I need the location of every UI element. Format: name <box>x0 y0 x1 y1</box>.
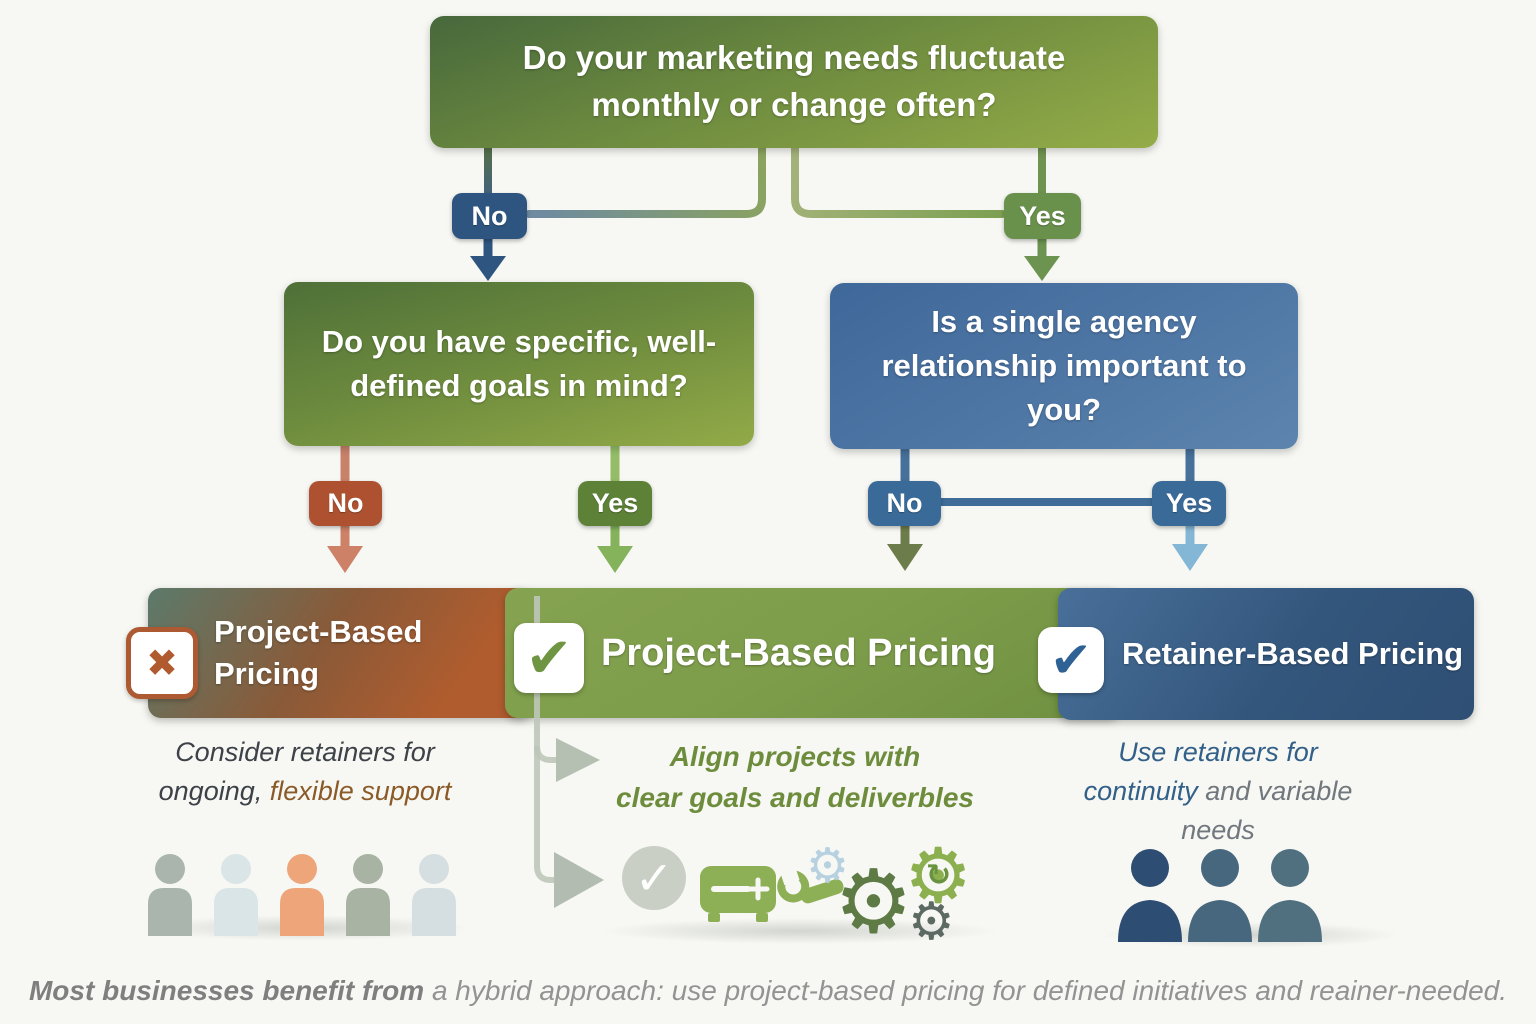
toolbox-icon <box>700 866 776 922</box>
right-no-badge: No <box>868 481 941 526</box>
note-left-brown-text: flexible support <box>269 776 452 807</box>
check-glyph: ✔ <box>1050 632 1092 688</box>
left-no-label: No <box>327 488 364 518</box>
wrench-icon <box>777 866 844 904</box>
gear-icon: ⚙ <box>904 831 973 920</box>
right-no-label: No <box>886 488 923 518</box>
note-right-gray-text: and variable needs <box>1181 776 1353 846</box>
root-no-arrow <box>470 238 506 281</box>
root-no-badge: No <box>452 193 527 239</box>
left-question-text: Do you have specific, well-defined goals… <box>321 323 717 403</box>
root-question-box: Do your marketing needs fluctuate monthl… <box>430 16 1158 148</box>
right-yes-badge: Yes <box>1152 481 1226 526</box>
root-yes-badge: Yes <box>1004 193 1081 239</box>
left-question-box: Do you have specific, well-defined goals… <box>284 282 754 446</box>
root-yes-arrow <box>1024 238 1060 281</box>
caption-bold-text: Most businesses benefit from <box>28 975 425 1006</box>
people-group-left <box>138 852 466 936</box>
gear-icon: ⚙ <box>834 850 913 953</box>
caption: Most businesses benefit from a hybrid ap… <box>0 975 1536 1007</box>
x-icon: ✖ <box>126 627 198 699</box>
branch-arrow-icon <box>556 738 600 782</box>
root-to-no-line <box>484 144 766 218</box>
branch-arrow-icon <box>554 852 604 908</box>
right-yes-label: Yes <box>1165 488 1213 518</box>
root-question-text: Do your marketing needs fluctuate monthl… <box>522 39 1066 123</box>
outcome-mid-title: Project-Based Pricing <box>601 631 996 674</box>
note-middle: Align projects with clear goals and deli… <box>600 737 990 818</box>
left-yes-label: Yes <box>591 488 639 518</box>
note-right-blue-text: Use retainers for continuity <box>1083 737 1318 807</box>
person-icon <box>1118 849 1182 942</box>
right-question-box: Is a single agency relationship importan… <box>830 283 1298 449</box>
check-glyph: ✓ <box>634 852 674 904</box>
person-icon <box>346 854 390 936</box>
check-icon: ✔ <box>514 623 584 693</box>
root-yes-label: Yes <box>1019 200 1066 231</box>
check-icon: ✔ <box>1038 627 1104 693</box>
outcome-left-title: Project-Based Pricing <box>214 614 423 691</box>
person-icon <box>1188 849 1252 942</box>
note-left: Consider retainers for ongoing, flexible… <box>150 733 460 811</box>
person-icon <box>148 854 192 936</box>
gear-icon: ⚙ <box>806 838 850 894</box>
right-question-text: Is a single agency relationship importan… <box>881 303 1247 427</box>
person-icon <box>1258 849 1322 942</box>
refresh-icon: ↻ <box>926 858 952 893</box>
left-yes-badge: Yes <box>578 481 652 526</box>
person-icon <box>412 854 456 936</box>
note-middle-line1: Align projects with <box>669 741 921 772</box>
note-right: Use retainers for continuity and variabl… <box>1063 733 1373 850</box>
outcome-project-pricing-box: Project-Based Pricing <box>505 588 1121 718</box>
check-glyph: ✔ <box>525 626 573 689</box>
root-no-label: No <box>471 200 508 231</box>
note-middle-line2: clear goals and deliverbles <box>616 781 974 813</box>
note-left-dark-text: Consider retainers for ongoing, <box>158 737 435 807</box>
people-group-right <box>1106 846 1322 942</box>
outcome-retainer-pricing-box: Retainer-Based Pricing <box>1058 588 1474 720</box>
person-icon <box>214 854 258 936</box>
gear-icon: ⚙ <box>908 892 955 952</box>
left-no-badge: No <box>309 481 382 526</box>
shadow <box>600 918 1000 944</box>
person-icon <box>280 854 324 936</box>
outcome-right-title: Retainer-Based Pricing <box>1122 636 1464 672</box>
check-circle-icon: ✓ <box>622 846 686 910</box>
caption-rest-text: a hybrid approach: use project-based pri… <box>424 975 1507 1006</box>
x-glyph: ✖ <box>146 642 178 685</box>
outcome-project-rejected-box: Project-Based Pricing <box>148 588 532 718</box>
